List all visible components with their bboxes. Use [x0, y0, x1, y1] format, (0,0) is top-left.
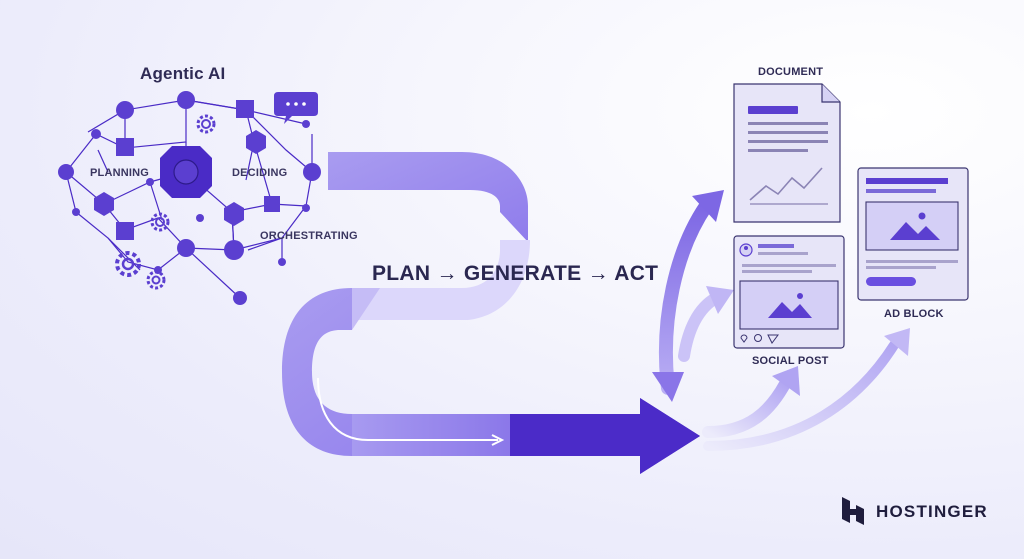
ribbon-top [328, 152, 528, 242]
arrow-to-document [659, 199, 713, 395]
arrow-bottom-ad-head [884, 328, 910, 356]
label-ad-block: AD BLOCK [884, 308, 944, 320]
share-icon [767, 334, 779, 344]
arrow-to-social-left [678, 292, 722, 362]
hex-node [224, 202, 244, 226]
label-planning: PLANNING [90, 167, 150, 179]
hex-node [94, 192, 114, 216]
arrow-to-social-left-head [706, 286, 734, 314]
brand-name: HOSTINGER [876, 502, 988, 521]
square-node [236, 100, 254, 118]
gear-icon [146, 270, 166, 290]
square-node [116, 138, 134, 156]
gear-icon [196, 114, 216, 134]
doc-line [748, 131, 828, 134]
doc-line [748, 140, 828, 143]
social-post-card [733, 235, 845, 349]
ribbon-inner-line [317, 377, 498, 441]
flow-label: PLAN → GENERATE → ACT [372, 262, 659, 285]
diagram-title: Agentic AI [140, 64, 226, 83]
ad-block-card [857, 167, 969, 301]
chat-bubble-icon [274, 92, 318, 124]
square-node [116, 222, 134, 240]
doc-heading-bar [748, 106, 798, 114]
ribbon-inner-arrowhead [491, 434, 505, 446]
heart-icon [740, 334, 748, 343]
flow-ribbon [282, 152, 700, 474]
label-social-post: SOCIAL POST [752, 355, 829, 367]
label-deciding: DECIDING [232, 167, 288, 179]
image-placeholder-icon [739, 280, 839, 330]
arrow-bottom-social-head [772, 366, 800, 396]
arrow-bottom-ad [703, 337, 901, 451]
arrow-down-head [652, 372, 684, 402]
comment-icon [754, 334, 762, 342]
label-orchestrating: ORCHESTRATING [260, 230, 358, 242]
label-document: DOCUMENT [758, 66, 824, 78]
hostinger-logo-icon [842, 497, 864, 525]
square-node [264, 196, 280, 212]
ribbon-curve [352, 240, 530, 320]
gear-icon [115, 251, 141, 277]
ribbon-bend-notch [352, 288, 380, 330]
doc-chart-line [749, 167, 823, 201]
network-nodes [58, 91, 321, 305]
hex-node [246, 130, 266, 154]
arrow-bottom-social [702, 376, 792, 438]
document-card [733, 83, 841, 223]
doc-line [748, 122, 828, 125]
gear-icon [150, 212, 170, 232]
image-placeholder-icon [865, 201, 959, 251]
doc-line [748, 149, 808, 152]
cta-button-shape [866, 277, 916, 286]
ribbon-arrow-dark [510, 398, 700, 474]
output-arrows [652, 190, 910, 451]
arrow-to-document-head [692, 190, 724, 222]
